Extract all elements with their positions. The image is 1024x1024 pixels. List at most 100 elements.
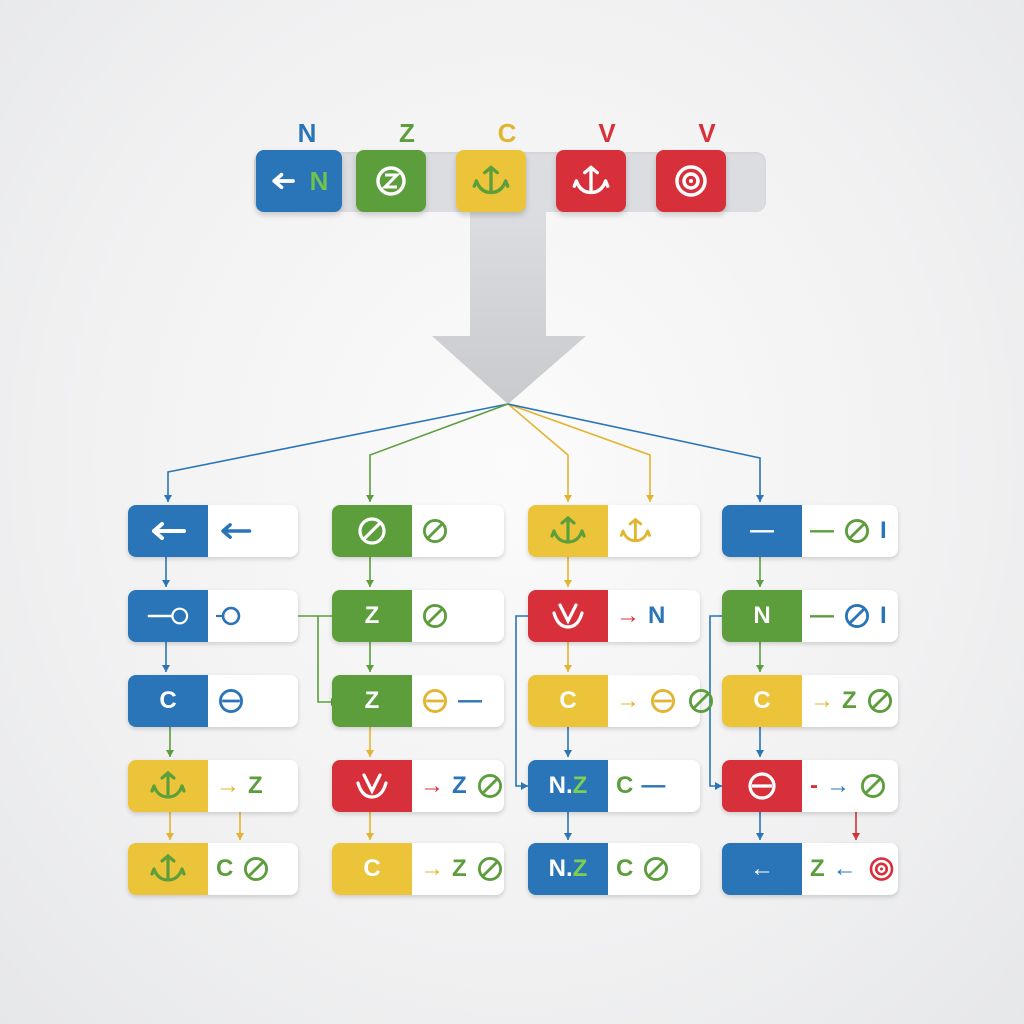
slash-circle-icon [350,514,394,548]
wire-c2-4-head [564,833,572,840]
flag-row-c0-r1[interactable] [128,590,298,642]
row-tail-symbol: Z [452,772,467,799]
flag-row-c2-r2[interactable]: C→ [528,675,713,727]
slash-circle-icon [842,516,872,546]
anchor-icon [146,769,190,803]
row-cap [128,843,208,895]
slash-circle-icon [241,854,271,884]
flag-tile-4[interactable] [656,150,726,212]
fan-wire-c1 [507,403,569,502]
flag-row-c3-r0[interactable]: ——I [722,505,898,557]
wire-c3-3-head [756,750,764,757]
flag-row-c1-r0[interactable] [332,505,504,557]
row-cap [128,760,208,812]
wire-c2-3-head [564,750,572,757]
row-tail-symbol: C [216,855,234,882]
arrow-left-icon [216,516,255,546]
slash-circle-icon [475,771,505,801]
row-tail-symbol: - [810,772,818,799]
flag-row-c3-r1[interactable]: N —I [722,590,898,642]
wire-c0-1-head [162,580,170,587]
fan-wire-v [507,403,761,502]
row-cap-label: C [559,687,577,714]
dash-circle-icon [146,599,190,633]
row-tail-symbol: — [810,517,834,544]
flag-row-c2-r3[interactable]: N.Z C— [528,760,700,812]
row-tail-symbol: → [810,687,834,714]
flag-row-c3-r4[interactable]: ←Z← [722,843,898,895]
flag-row-c0-r3[interactable]: →Z [128,760,298,812]
anchor-icon [146,852,190,886]
minus-circle-icon [648,686,678,716]
row-cap-label: C [753,687,771,714]
row-cap-label: N [753,602,771,629]
wire-c3-loop-head [715,782,722,790]
row-tail-symbol: → [420,772,444,799]
row-tail [216,590,290,642]
row-tail-symbol: Z [842,687,857,714]
arrow-left-n-icon [270,161,316,201]
flag-tile-3[interactable] [556,150,626,212]
fan-wire-c2-head [646,495,654,502]
flag-row-c2-r0[interactable] [528,505,700,557]
row-tail: →N [616,590,692,642]
wire-c1-2-head [366,665,374,672]
row-tail: →Z [420,760,502,812]
flag-row-c1-r3[interactable]: →Z [332,760,504,812]
flag-tile-0[interactable]: N [256,150,342,212]
row-cap: Z [332,675,412,727]
row-cap-label: N.Z [548,772,588,799]
row-cap: C [528,675,608,727]
row-cap: N [722,590,802,642]
flag-row-c0-r4[interactable]: C [128,843,298,895]
row-cap [128,590,208,642]
row-tail-symbol: — [458,687,482,714]
wire-c0-4-head [166,833,174,840]
flag-row-c1-r4[interactable]: C→Z [332,843,504,895]
flag-row-c1-r1[interactable]: Z [332,590,504,642]
row-tail-symbol: Z [248,772,263,799]
row-cap: N.Z [528,760,608,812]
row-cap: C [722,675,802,727]
row-tail-symbol: N [648,602,666,629]
minus-circle-icon [740,769,784,803]
flag-row-c3-r2[interactable]: C → Z [722,675,898,727]
row-tail: — [420,675,496,727]
row-tail-symbol: — [641,772,666,799]
flag-letter-1: Z [399,118,415,148]
row-cap: N.Z [528,843,608,895]
arrow-left-icon [146,514,190,548]
wire-c1-1-head [366,580,374,587]
row-tail [216,505,290,557]
row-tail: C [216,843,290,895]
wire-c0-3-head [166,750,174,757]
flag-row-c3-r3[interactable]: -→ [722,760,898,812]
v-anchor-icon [350,769,394,803]
row-tail: -→ [810,760,890,812]
slash-circle-icon [858,771,888,801]
flag-row-c0-r0[interactable] [128,505,298,557]
fan-wire-z-head [366,495,374,502]
slash-circle-icon [641,854,671,884]
row-tail-symbol: — [810,602,834,629]
flag-row-c0-r2[interactable]: C [128,675,298,727]
row-tail: —I [810,505,890,557]
row-tail: —I [810,590,890,642]
flag-row-c2-r1[interactable]: →N [528,590,700,642]
row-tail-symbol: → [216,772,240,799]
row-tail [216,675,290,727]
wire-c3-2-head [756,665,764,672]
row-tail: Z← [810,843,893,895]
flag-letter-2: C [497,118,517,148]
slash-circle-icon [420,601,450,631]
row-tail: C— [616,760,692,812]
row-tail [420,590,496,642]
fan-wire-z [369,403,509,502]
row-tail [420,505,496,557]
flag-tile-1[interactable] [356,150,426,212]
row-tail-symbol: → [826,772,850,799]
down-arrow-icon [432,212,586,404]
flag-row-c1-r2[interactable]: Z— [332,675,504,727]
flag-tile-2[interactable] [456,150,526,212]
